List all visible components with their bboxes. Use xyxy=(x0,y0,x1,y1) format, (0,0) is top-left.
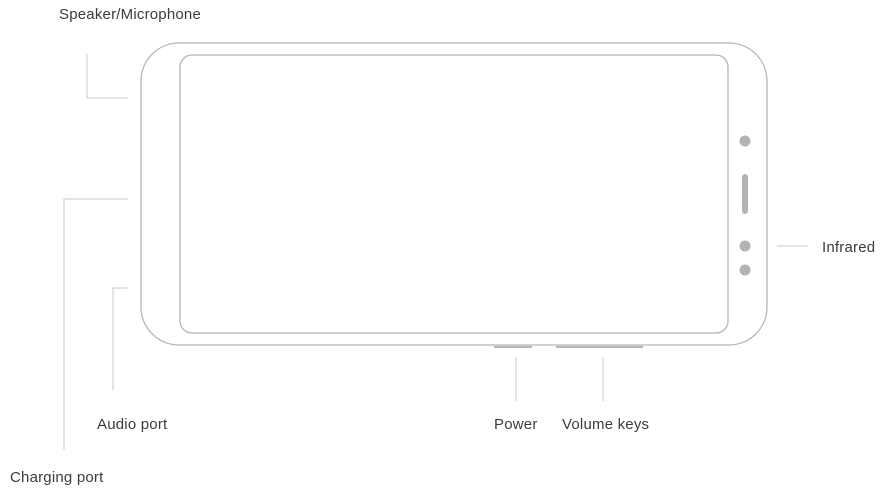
charging-port-leader xyxy=(63,198,128,450)
proximity-sensor-dot xyxy=(739,264,751,276)
volume-keys-label: Volume keys xyxy=(562,416,650,433)
audio-port-label: Audio port xyxy=(97,416,168,433)
charging-port-label: Charging port xyxy=(10,469,104,486)
audio-port-leader xyxy=(112,287,128,390)
speaker-microphone-label: Speaker/Microphone xyxy=(59,6,202,23)
power-label: Power xyxy=(494,416,538,433)
front-camera-dot xyxy=(739,135,751,147)
phone-body-outline xyxy=(140,42,768,346)
speaker-grille-slot xyxy=(742,174,748,214)
infrared-sensor-dot xyxy=(739,240,751,252)
speaker-microphone-leader xyxy=(86,54,128,99)
infrared-label: Infrared xyxy=(822,239,876,256)
phone-screen-outline xyxy=(179,54,729,334)
